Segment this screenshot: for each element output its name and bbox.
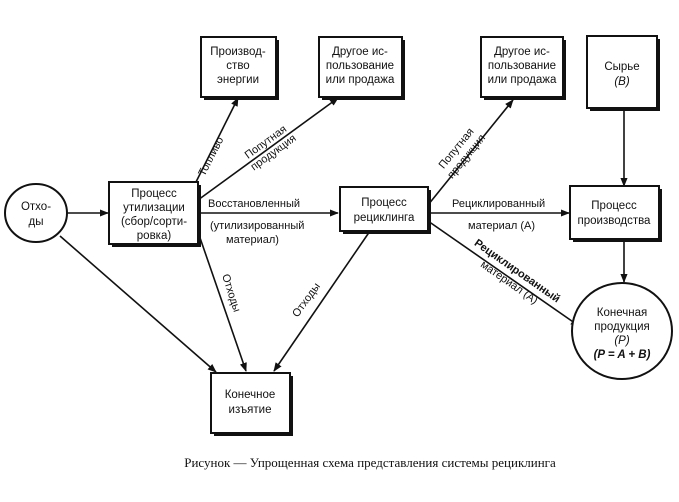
node-raw: Сырье (B) [586,35,660,111]
arrow-semi-product-2 [427,99,514,206]
svg-text:энергии: энергии [217,74,259,86]
label-restored: Восстановленный (утилизированный материа… [208,198,304,246]
node-production: Процесс производства [569,185,662,242]
svg-text:материал): материал) [226,234,279,246]
svg-text:Другое ис-: Другое ис- [494,46,550,58]
svg-text:(P = A + B): (P = A + B) [594,349,651,361]
svg-text:Сырье: Сырье [604,61,639,73]
arrow-semi-product-1 [197,97,339,201]
arrow-waste-recycling-to-disposal [273,230,371,372]
svg-text:или продажа: или продажа [326,74,395,86]
label-semi-product-2: Попутная продукция [437,126,488,181]
arrow-fuel [192,97,239,189]
svg-text:Отхо-: Отхо- [21,201,51,213]
svg-text:Процесс: Процесс [131,188,177,200]
svg-text:Производ-: Производ- [210,46,266,58]
svg-text:рециклинга: рециклинга [354,212,415,224]
svg-text:(сбор/сорти-: (сбор/сорти- [121,216,187,228]
node-waste-in: Отхо- ды [4,183,68,243]
svg-text:утилизации: утилизации [123,202,185,214]
svg-text:продукция: продукция [594,321,650,333]
figure-caption: Рисунок — Упрощенная схема представления… [184,455,556,470]
svg-text:пользование: пользование [488,60,556,72]
svg-text:Восстановленный: Восстановленный [208,198,300,210]
svg-text:Процесс: Процесс [591,200,637,212]
label-semi-product-1: Попутная продукция [243,123,299,173]
svg-text:ровка): ровка) [137,230,172,242]
svg-text:(P): (P) [614,335,630,347]
svg-text:Конечное: Конечное [225,389,276,401]
label-recycled-1: Рециклированный материал (A) [452,198,545,232]
node-other-use-1: Другое ис- пользование или продажа [318,36,405,100]
svg-text:ство: ство [226,60,249,72]
svg-text:Конечная: Конечная [597,307,647,319]
label-waste-1: Отходы [219,273,243,314]
svg-text:изъятие: изъятие [229,404,272,416]
svg-text:или продажа: или продажа [488,74,557,86]
node-energy: Производ- ство энергии [200,36,279,100]
svg-text:производства: производства [578,215,652,227]
svg-text:(B): (B) [614,76,630,88]
node-final-disposal: Конечное изъятие [210,372,293,436]
node-utilization: Процесс утилизации (сбор/сорти- ровка) [108,181,201,247]
label-waste-2: Отходы [290,281,323,320]
svg-text:ды: ды [29,216,44,228]
svg-text:Процесс: Процесс [361,197,407,209]
node-final-product: Конечная продукция (P) (P = A + B) [571,282,673,380]
svg-text:материал (A): материал (A) [468,220,535,232]
label-fuel: Топливо [196,135,226,178]
node-other-use-2: Другое ис- пользование или продажа [480,36,566,100]
arrow-waste-utilization-to-disposal [197,231,247,372]
svg-text:Другое ис-: Другое ис- [332,46,388,58]
svg-text:(утилизированный: (утилизированный [210,220,304,232]
arrow-waste-to-disposal [59,235,217,373]
svg-text:Рециклированный: Рециклированный [452,198,545,210]
arrow-recycled-to-product [427,220,580,327]
svg-text:пользование: пользование [326,60,394,72]
node-recycling: Процесс рециклинга [339,186,431,234]
arrows [59,97,628,373]
